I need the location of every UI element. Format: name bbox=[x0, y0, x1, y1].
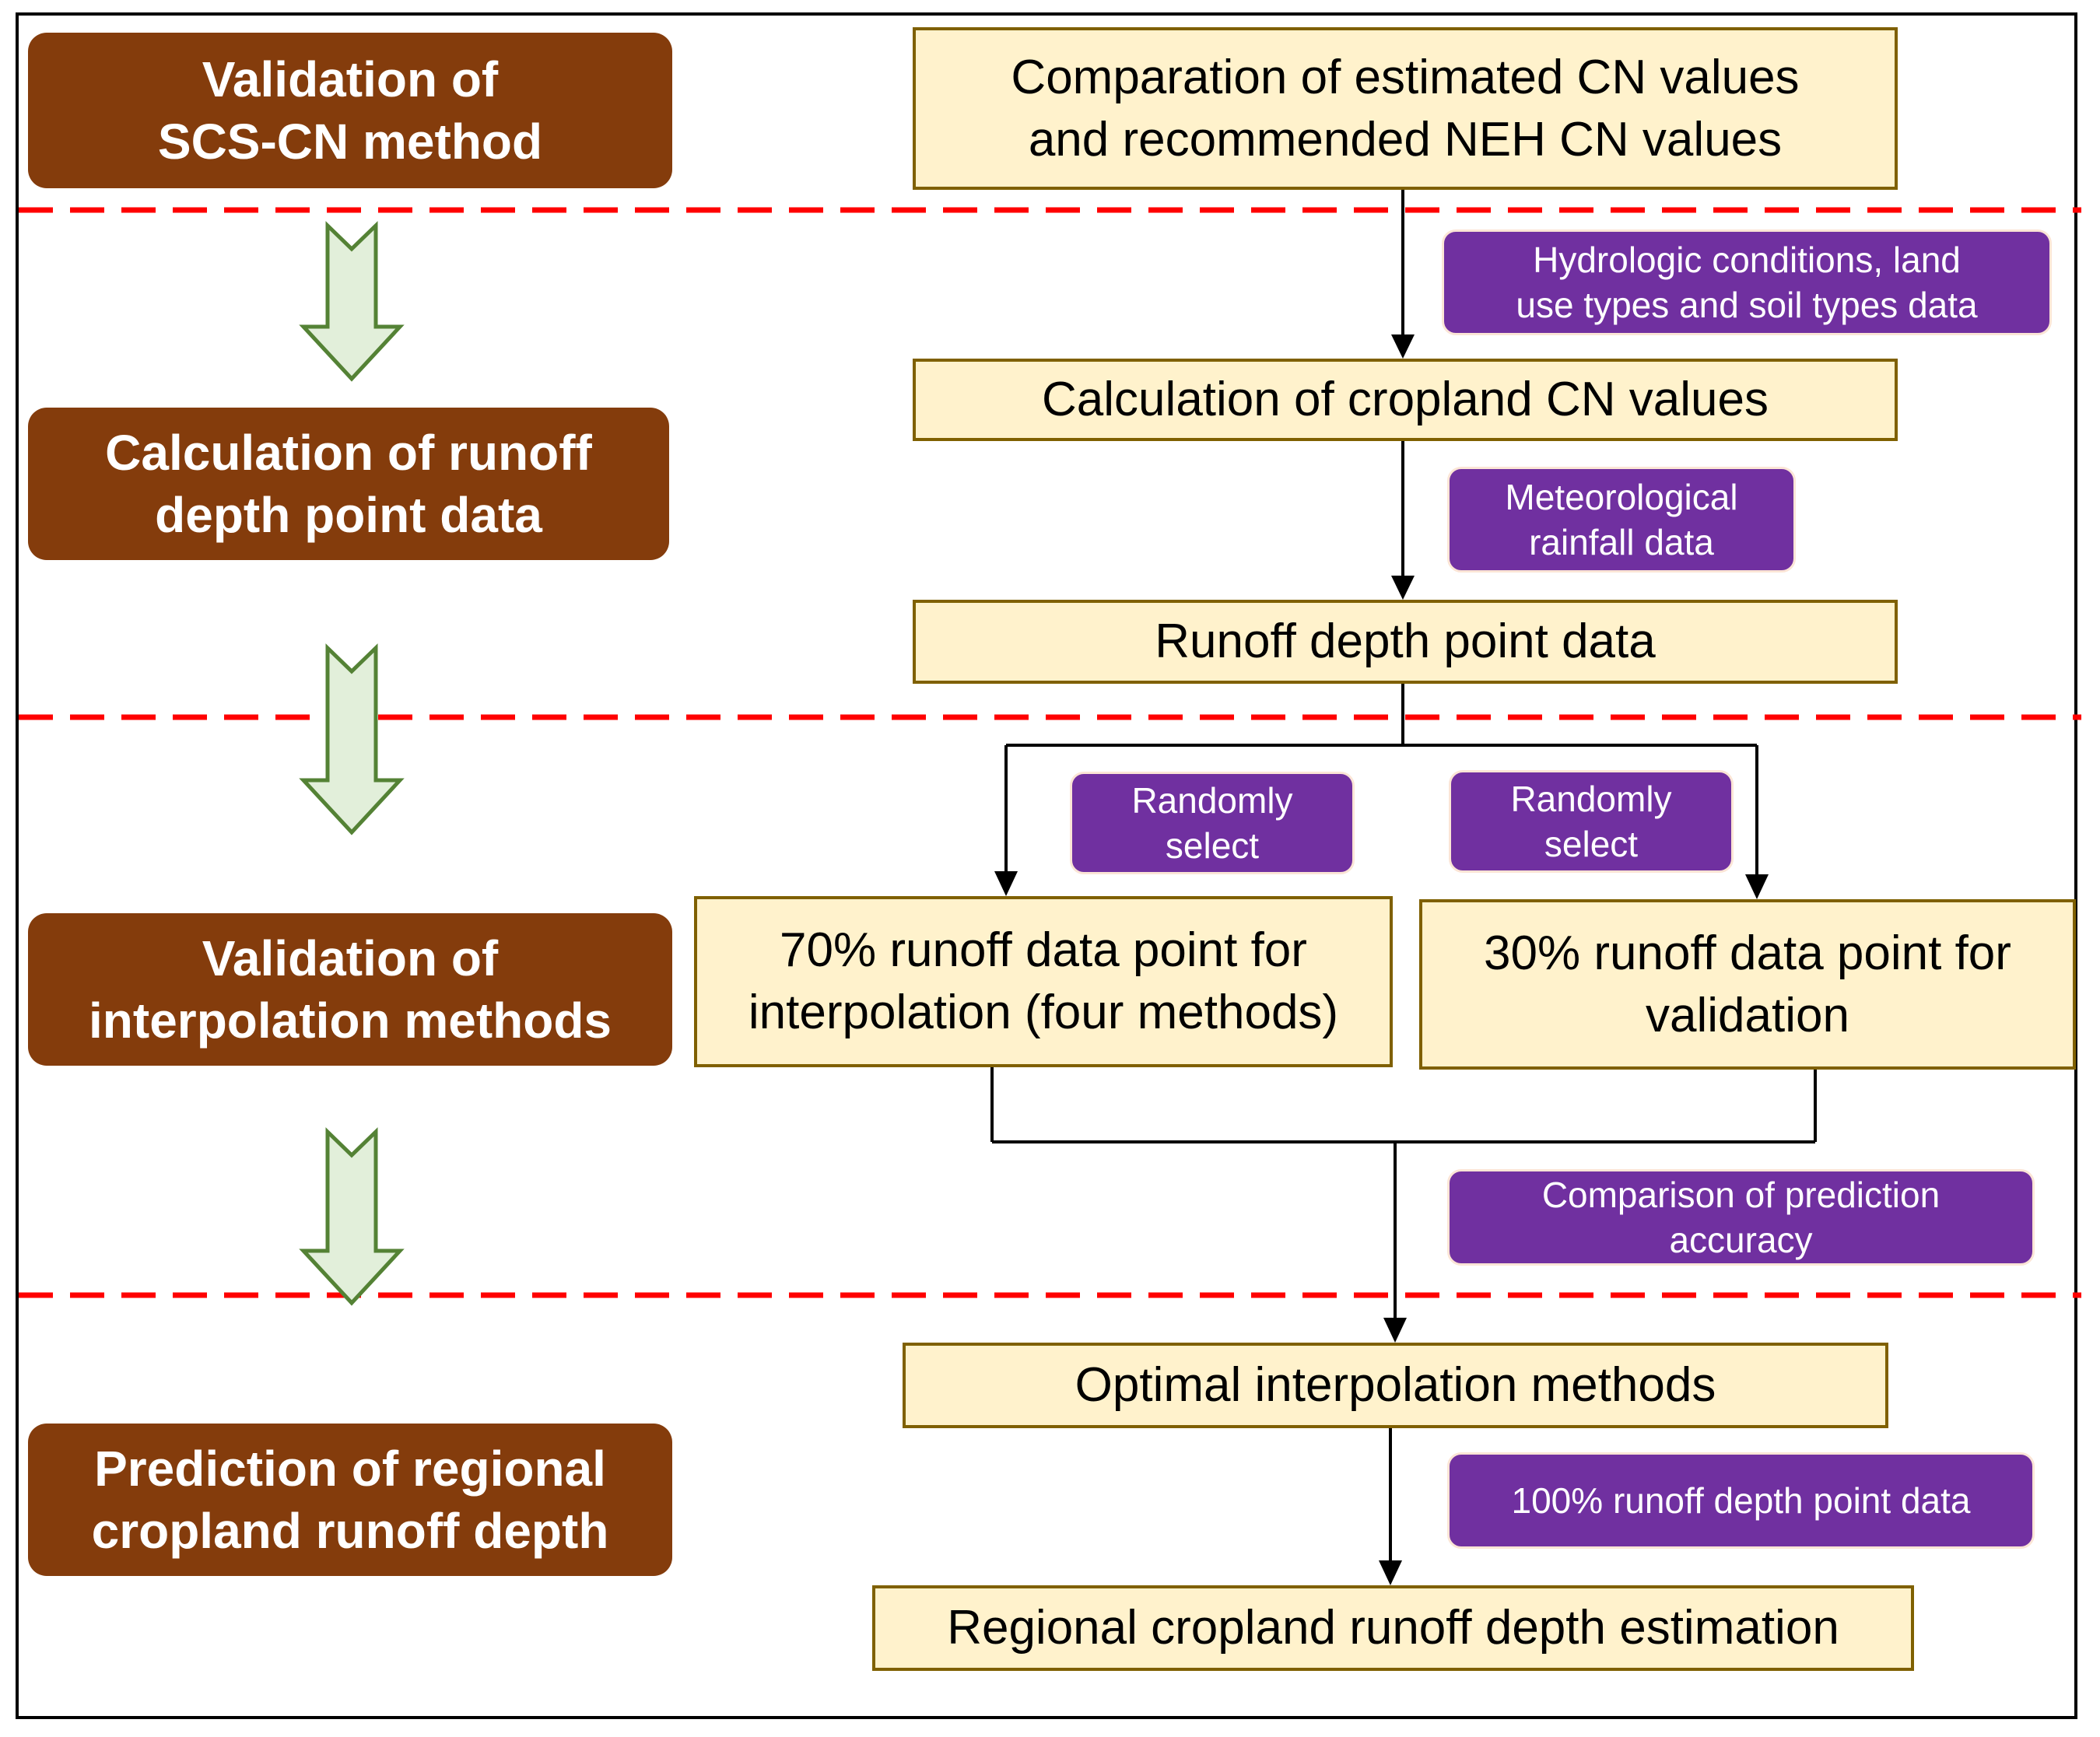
arrowhead-optimal bbox=[1383, 1318, 1407, 1343]
arrowhead-calculation bbox=[1391, 334, 1415, 359]
arrowhead-runoff bbox=[1391, 576, 1415, 600]
arrowhead-thirty bbox=[1745, 874, 1769, 899]
diagram-frame bbox=[16, 12, 2077, 1719]
step-regional-estimation: Regional cropland runoff depth estimatio… bbox=[872, 1585, 1914, 1671]
step-runoff-depth-point: Runoff depth point data bbox=[913, 600, 1898, 684]
arrowhead-regional bbox=[1379, 1560, 1402, 1585]
input-hundred-percent: 100% runoff depth point data bbox=[1447, 1452, 2035, 1549]
step-optimal-interpolation: Optimal interpolation methods bbox=[903, 1343, 1888, 1428]
step-calculation-cn: Calculation of cropland CN values bbox=[913, 359, 1898, 441]
arrowhead-seventy bbox=[994, 871, 1018, 896]
stage-arrow-1-icon bbox=[299, 221, 405, 382]
stage-arrow-2-icon bbox=[299, 643, 405, 835]
stage-arrow-3-icon bbox=[299, 1127, 405, 1306]
